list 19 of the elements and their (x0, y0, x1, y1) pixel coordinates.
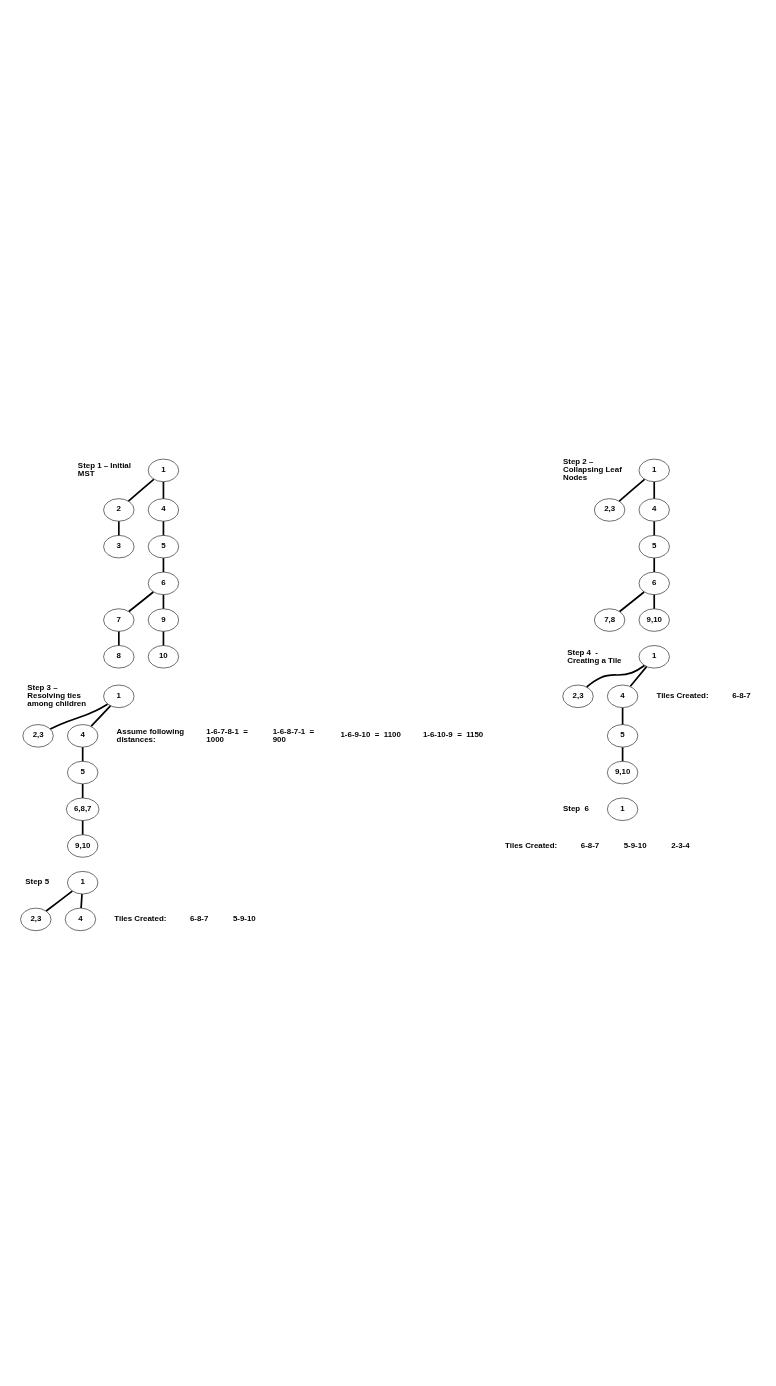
connector (127, 477, 155, 502)
connector (127, 590, 154, 612)
connector (652, 480, 655, 499)
connector (117, 630, 120, 646)
connector (81, 745, 84, 762)
connector (618, 590, 645, 612)
connector (49, 702, 108, 730)
connector (117, 520, 120, 536)
connector (79, 892, 83, 909)
connector (652, 593, 655, 610)
connector (629, 665, 647, 687)
connector (652, 556, 655, 573)
connector (585, 664, 645, 688)
connector (617, 477, 645, 502)
connector (81, 782, 84, 799)
connector (652, 520, 655, 536)
connector (44, 889, 73, 912)
connector (81, 819, 84, 835)
connector (89, 704, 111, 727)
